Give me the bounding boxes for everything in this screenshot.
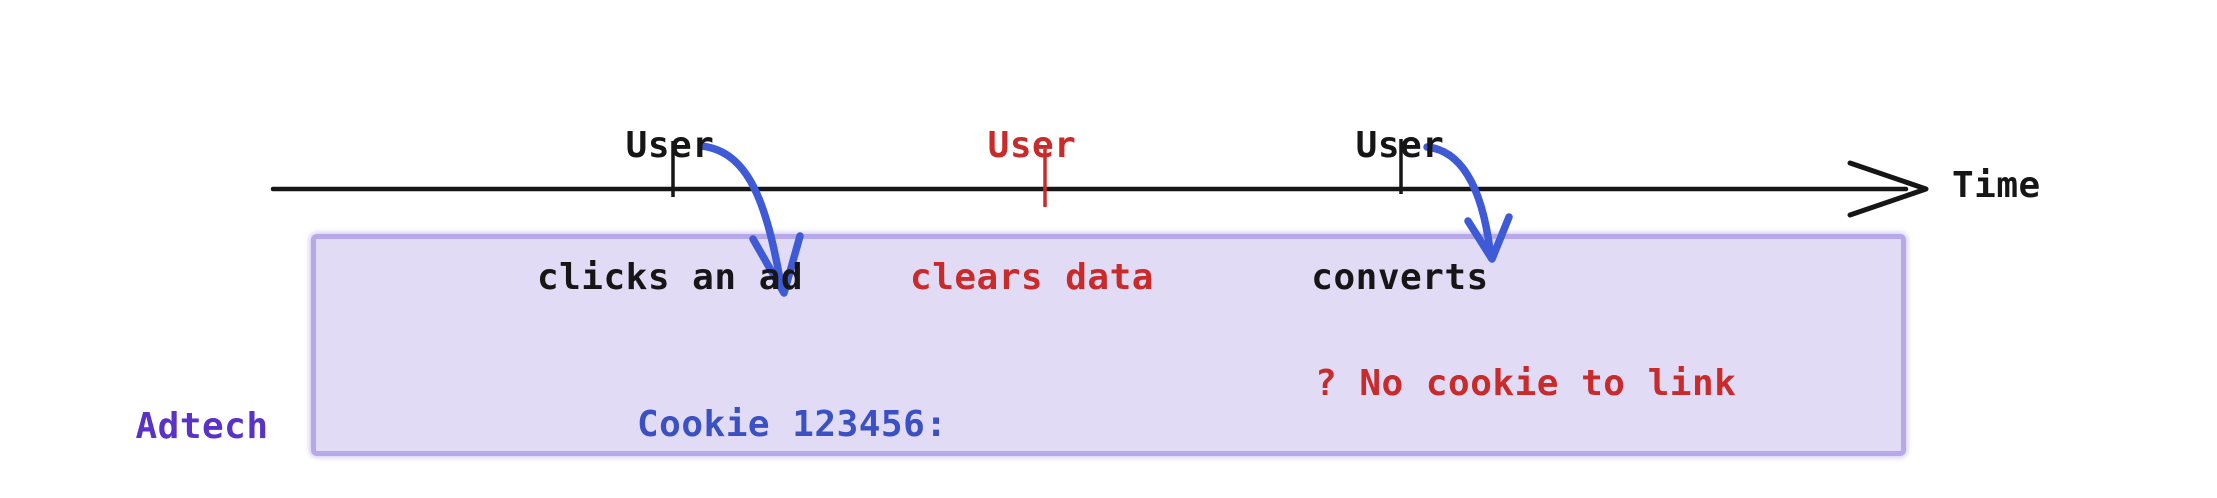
event-label-line: User xyxy=(987,125,1077,166)
arrow-click-to-server-head-icon xyxy=(749,232,804,297)
event-label-line: User xyxy=(625,125,715,166)
warning-note-line: ? No cookie to link xyxy=(1315,363,1737,404)
timeline-arrowhead-icon xyxy=(1847,160,1929,218)
time-axis-label: Time xyxy=(1952,165,2041,206)
arrow-convert-to-server-icon xyxy=(1423,143,1494,254)
no-cookie-warning-note: ? No cookie to link this conversion to ⇒… xyxy=(1315,269,1736,498)
event-label-line: clicks an ad xyxy=(536,257,804,298)
cookie-note: Cookie 123456: Ad clicked xyxy=(637,307,947,498)
arrow-convert-to-server-head-icon xyxy=(1464,213,1513,263)
cookie-note-line: Cookie 123456: xyxy=(637,404,948,445)
event-label-line: clears data xyxy=(910,257,1154,298)
adtech-server-label: Adtech server xyxy=(52,294,352,498)
event-label-user-clicks-ad: User clicks an ad xyxy=(470,36,870,388)
event-label-line: User xyxy=(1355,125,1445,166)
event-label-user-converts: User converts xyxy=(1200,36,1600,388)
event-label-user-clears-data: User clears data xyxy=(832,36,1232,388)
adtech-server-label-line: Adtech xyxy=(135,406,269,447)
arrow-click-to-server-icon xyxy=(698,142,785,289)
event-label-line: converts xyxy=(1311,257,1489,298)
adtech-server-box xyxy=(311,234,1906,456)
